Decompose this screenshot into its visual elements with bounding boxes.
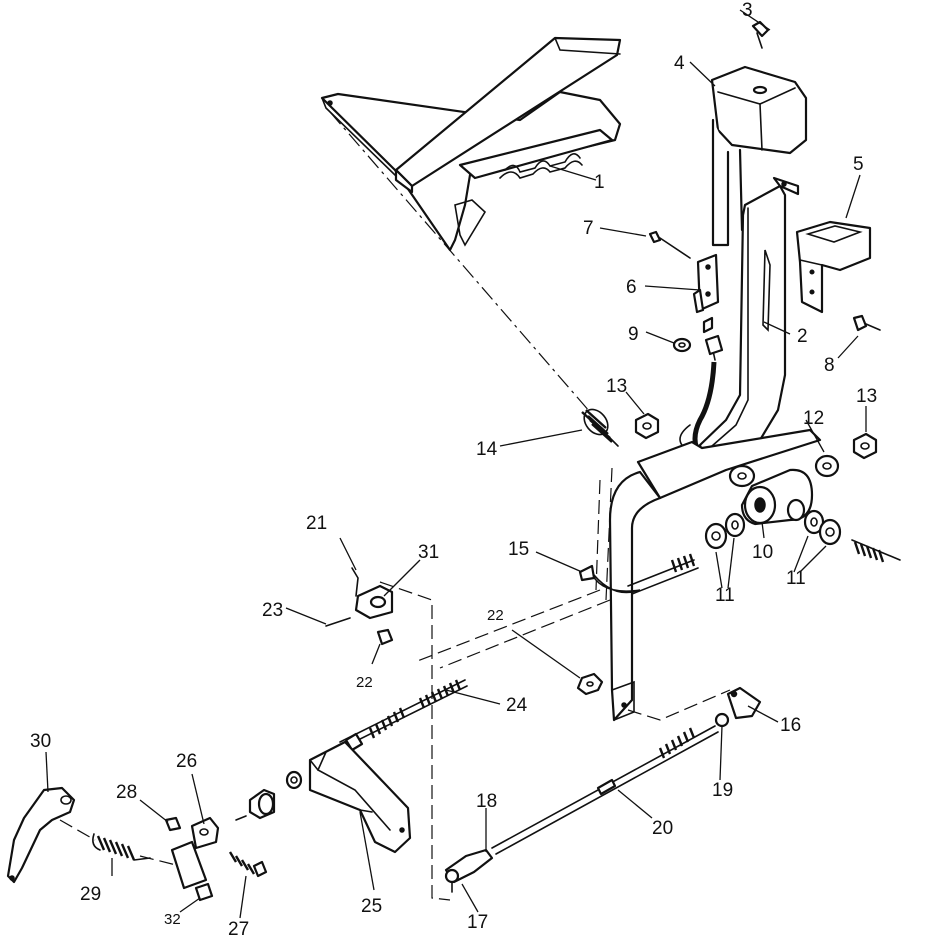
pivot-bolts xyxy=(627,539,901,595)
callout-4: 4 xyxy=(674,53,685,74)
callout-28: 28 xyxy=(116,782,137,803)
callout-numbers: 1 2 3 4 5 6 7 8 9 10 11 11 12 13 13 14 1… xyxy=(30,0,877,940)
hex-nuts-13 xyxy=(634,412,878,460)
callout-21: 21 xyxy=(306,513,327,534)
callout-11a: 11 xyxy=(715,585,735,606)
callout-9: 9 xyxy=(628,324,639,345)
spring-and-bracket xyxy=(6,786,151,884)
callout-13a: 13 xyxy=(606,376,627,397)
callout-16: 16 xyxy=(780,715,801,736)
callout-20: 20 xyxy=(652,818,673,839)
linkage-spool xyxy=(235,770,303,821)
seat-bracket-frame xyxy=(320,36,622,252)
clevis-assembly xyxy=(164,816,268,902)
callout-29: 29 xyxy=(80,884,101,905)
callout-22b: 22 xyxy=(356,674,373,691)
callout-30: 30 xyxy=(30,731,51,752)
callout-7: 7 xyxy=(583,218,594,239)
lower-control-rod xyxy=(444,686,762,893)
callout-26: 26 xyxy=(176,751,197,772)
control-lever-assembly xyxy=(698,20,808,472)
return-spring xyxy=(581,408,619,447)
small-hardware-upper xyxy=(648,230,881,361)
wire-clip xyxy=(578,564,641,594)
callout-2: 2 xyxy=(797,326,808,347)
callout-27: 27 xyxy=(228,919,249,940)
callout-11b: 11 xyxy=(786,568,806,589)
callout-3: 3 xyxy=(742,0,753,21)
callout-6: 6 xyxy=(626,277,637,298)
callout-23: 23 xyxy=(262,600,283,621)
callout-10: 10 xyxy=(752,542,773,563)
callout-1: 1 xyxy=(594,172,605,193)
callout-22a: 22 xyxy=(487,607,504,624)
mounting-bracket-25 xyxy=(308,740,412,854)
callout-18: 18 xyxy=(476,791,497,812)
callout-12: 12 xyxy=(803,408,824,429)
callout-19: 19 xyxy=(712,780,733,801)
callout-13b: 13 xyxy=(856,386,877,407)
assembly-guide-lines xyxy=(59,111,731,901)
pivot-bushing-assembly xyxy=(704,454,842,550)
cable-anchor-bracket xyxy=(325,567,604,696)
callout-32: 32 xyxy=(164,911,181,928)
callout-31: 31 xyxy=(418,542,439,563)
callout-24: 24 xyxy=(506,695,528,716)
callout-17: 17 xyxy=(467,912,488,933)
callout-14: 14 xyxy=(476,439,498,460)
leader-lines xyxy=(45,9,867,919)
callout-25: 25 xyxy=(361,896,382,917)
callout-8: 8 xyxy=(824,355,835,376)
callout-15: 15 xyxy=(508,539,529,560)
callout-5: 5 xyxy=(853,154,864,175)
lever-socket xyxy=(795,220,872,314)
adjusting-rod xyxy=(339,679,468,752)
